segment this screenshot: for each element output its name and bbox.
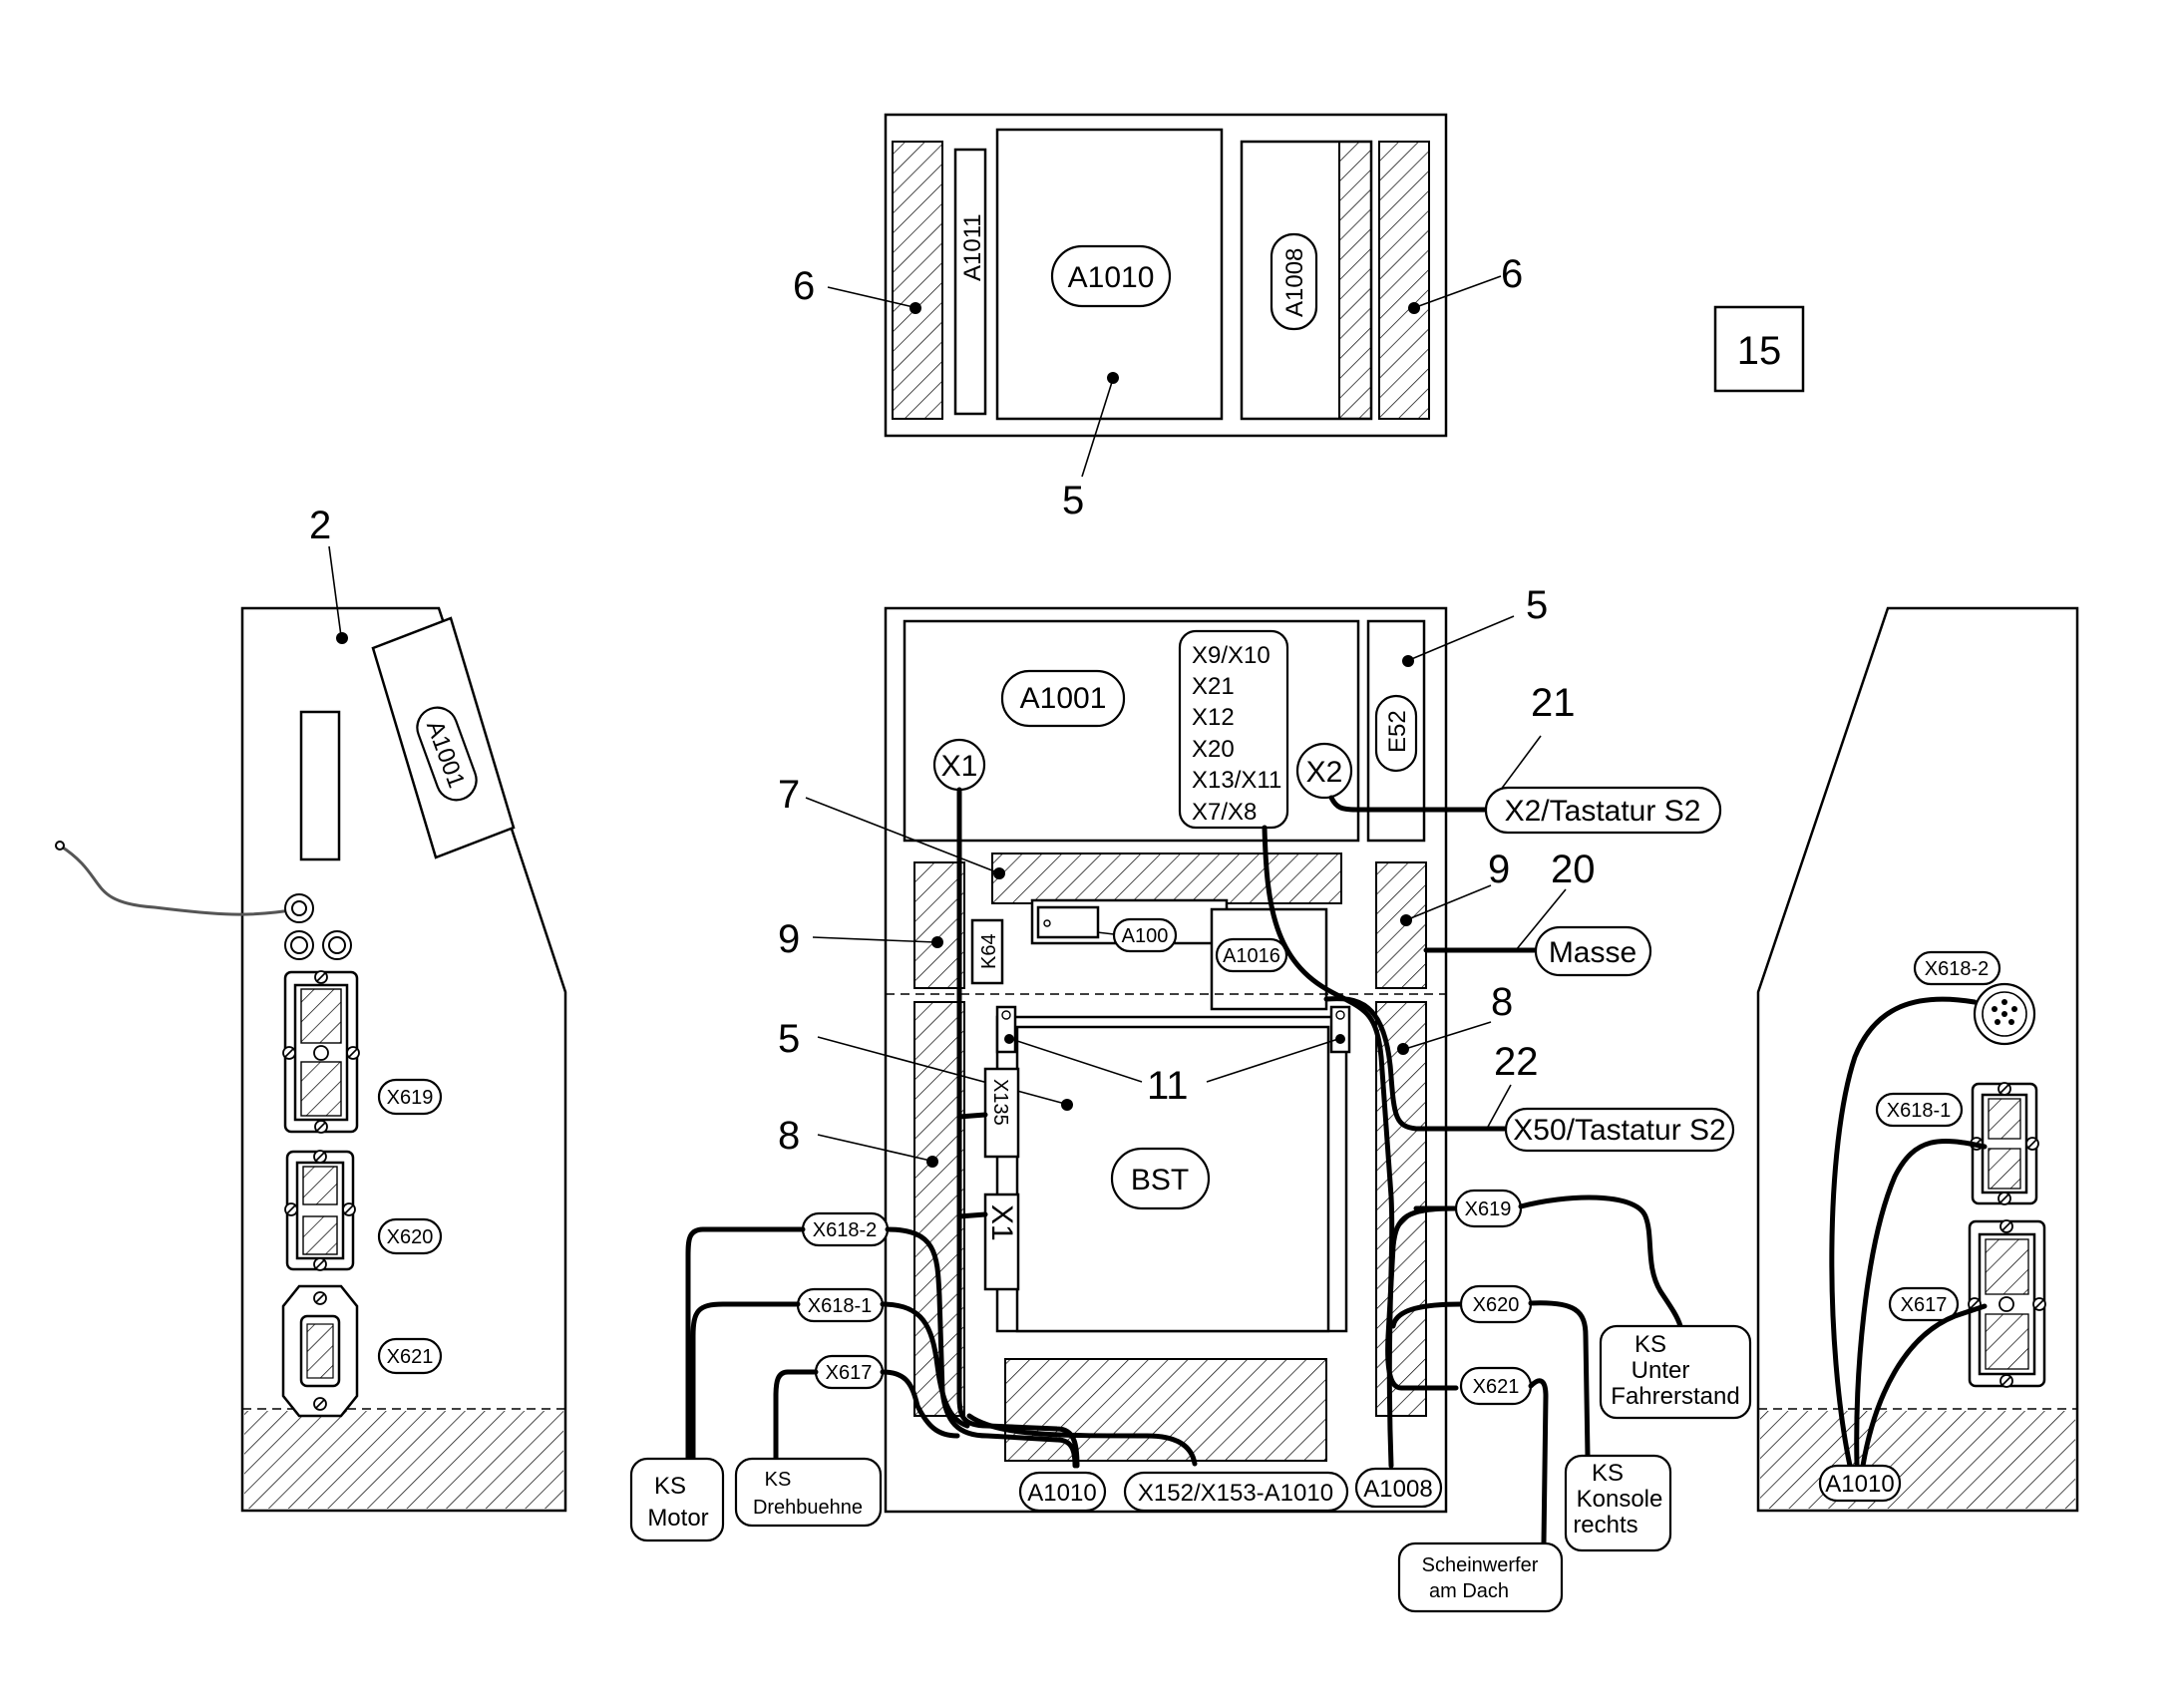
x50-tastatur-pill xyxy=(1504,1107,1735,1153)
connector-list-0: X9/X10 xyxy=(1192,642,1271,669)
a1008-bottom-pill xyxy=(1354,1467,1443,1509)
left-x620-label: X620 xyxy=(387,1226,434,1248)
x152-label: X152/X153-A1010 xyxy=(1138,1480,1333,1507)
a1010-label: A1010 xyxy=(1068,261,1155,294)
callout-8-left: 8 xyxy=(778,1114,800,1158)
left-side-panel: A1001 X619 X620 xyxy=(55,545,567,1513)
ks-drehbuehne-line2: Drehbuehne xyxy=(753,1497,863,1519)
ks-unter-line3: Fahrerstand xyxy=(1611,1383,1739,1410)
a1016-label: A1016 xyxy=(1223,945,1280,967)
callout-21: 21 xyxy=(1531,681,1576,725)
ks-motor-line1: KS xyxy=(654,1473,686,1500)
bst-label: BST xyxy=(1131,1164,1189,1196)
right-x618-1-label: X618-1 xyxy=(1887,1100,1952,1122)
scheinwerfer-box xyxy=(1397,1541,1564,1613)
ks-drehbuehne-box xyxy=(734,1457,883,1528)
masse-label: Masse xyxy=(1549,936,1636,969)
scheinwerfer-line2: am Dach xyxy=(1429,1580,1509,1602)
x135-label: X135 xyxy=(989,1079,1011,1126)
center-x618-1-label: X618-1 xyxy=(808,1295,873,1317)
left-x621-label: X621 xyxy=(387,1346,434,1368)
a100-label: A100 xyxy=(1122,925,1169,947)
connector-list-5: X7/X8 xyxy=(1192,799,1257,826)
callout-11: 11 xyxy=(1147,1064,1189,1108)
right-a1010-label: A1010 xyxy=(1825,1471,1894,1498)
ks-unter-box xyxy=(1599,1324,1752,1420)
callout-15-box xyxy=(1713,305,1805,393)
ks-konsole-line2: Konsole xyxy=(1577,1486,1663,1513)
left-x619-label: X619 xyxy=(387,1087,434,1109)
callout-5-top: 5 xyxy=(1062,479,1084,522)
ks-konsole-line3: rechts xyxy=(1573,1512,1637,1538)
a1008-bottom-label: A1008 xyxy=(1363,1476,1432,1503)
callout-6-left: 6 xyxy=(793,264,815,308)
connector-list-4: X13/X11 xyxy=(1192,767,1281,794)
a1010-bottom-label: A1010 xyxy=(1027,1480,1096,1507)
callout-9-left: 9 xyxy=(778,917,800,961)
callout-9-right: 9 xyxy=(1488,848,1510,891)
center-a1001-label: A1001 xyxy=(1020,682,1107,715)
center-left-cables: X618-2 X618-1 X617 xyxy=(685,1211,1078,1469)
top-unit: A1011 A1010 A1008 xyxy=(827,113,1502,478)
center-x620-label: X620 xyxy=(1473,1294,1520,1316)
callout-5-left: 5 xyxy=(778,1017,800,1061)
center-panel: A1001 X9/X10 X21 X12 X20 X13/X11 X7/X8 X… xyxy=(805,606,1567,1514)
callout-20: 20 xyxy=(1551,848,1596,891)
ks-konsole-box xyxy=(1564,1454,1672,1552)
right-side-panel: X618-2 X618-1 X617 A1010 xyxy=(1756,606,2079,1513)
callout-8-right: 8 xyxy=(1491,980,1513,1024)
x152-pill xyxy=(1123,1471,1349,1513)
x1-top-label: X1 xyxy=(941,750,978,783)
callout-22: 22 xyxy=(1494,1040,1539,1084)
x2-tastatur-pill xyxy=(1484,786,1722,835)
e52-label: E52 xyxy=(1384,710,1411,753)
center-x621-label: X621 xyxy=(1473,1376,1520,1398)
scheinwerfer-line1: Scheinwerfer xyxy=(1422,1554,1539,1576)
connector-list-3: X20 xyxy=(1192,736,1235,763)
callout-15: 15 xyxy=(1737,329,1782,373)
connector-list-2: X12 xyxy=(1192,704,1235,731)
x2-label: X2 xyxy=(1306,756,1343,789)
right-x618-2-label: X618-2 xyxy=(1925,958,1990,980)
center-x618-2-label: X618-2 xyxy=(813,1219,878,1241)
center-x617-label: X617 xyxy=(826,1362,873,1384)
callout-5-right: 5 xyxy=(1526,583,1548,627)
ks-unter-line1: KS xyxy=(1635,1331,1666,1358)
a1008-label: A1008 xyxy=(1281,248,1308,317)
callout-7: 7 xyxy=(778,773,800,817)
callout-6-right: 6 xyxy=(1501,252,1523,296)
x50-tastatur-label: X50/Tastatur S2 xyxy=(1513,1114,1725,1147)
ks-motor-box xyxy=(629,1457,725,1542)
connector-list-1: X21 xyxy=(1192,673,1235,700)
callout-2: 2 xyxy=(309,504,331,547)
masse-pill xyxy=(1534,925,1652,977)
a1010-bottom-pill xyxy=(1018,1471,1107,1513)
ks-drehbuehne-line1: KS xyxy=(765,1469,792,1491)
x2-tastatur-label: X2/Tastatur S2 xyxy=(1505,795,1701,828)
x1-lower-label: X1 xyxy=(985,1204,1018,1241)
ks-konsole-line1: KS xyxy=(1592,1460,1624,1487)
k64-label: K64 xyxy=(978,933,1000,969)
center-x619-label: X619 xyxy=(1465,1198,1512,1220)
a1011-label: A1011 xyxy=(959,213,986,281)
ks-motor-line2: Motor xyxy=(647,1505,708,1532)
ks-unter-line2: Unter xyxy=(1632,1357,1690,1384)
right-x617-label: X617 xyxy=(1901,1294,1948,1316)
